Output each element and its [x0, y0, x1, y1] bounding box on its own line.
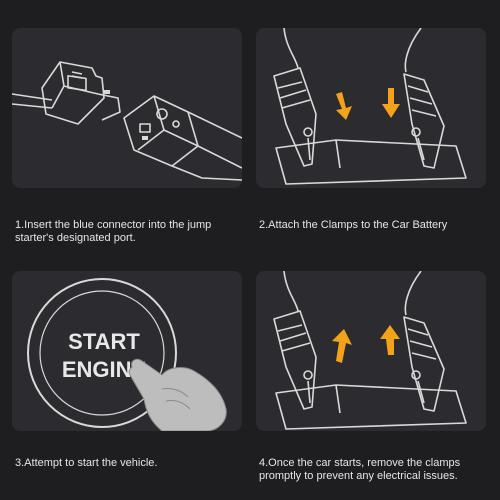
start-engine-illustration: START ENGINE: [27, 278, 227, 431]
hand-pointing-icon: [128, 358, 227, 431]
step-1-illustration: [12, 28, 242, 188]
arrow-down-icons: [336, 88, 400, 120]
step-2-illustration: [256, 28, 486, 188]
arrow-up-icons: [332, 325, 400, 363]
clamps-attach-illustration: [273, 28, 467, 185]
connector-insert-illustration: [12, 61, 242, 181]
start-label: START: [68, 329, 140, 354]
clamps-remove-illustration: [273, 271, 467, 430]
step-3-caption: 3.Attempt to start the vehicle.: [15, 457, 158, 469]
step-2-caption: 2.Attach the Clamps to the Car Battery: [259, 219, 448, 231]
step-3-illustration: START ENGINE: [12, 271, 242, 431]
step-4-caption: 4.Once the car starts, remove the clamps…: [259, 457, 461, 482]
step-4-illustration: [256, 271, 486, 431]
step-1-caption: 1.Insert the blue connector into the jum…: [15, 219, 212, 244]
